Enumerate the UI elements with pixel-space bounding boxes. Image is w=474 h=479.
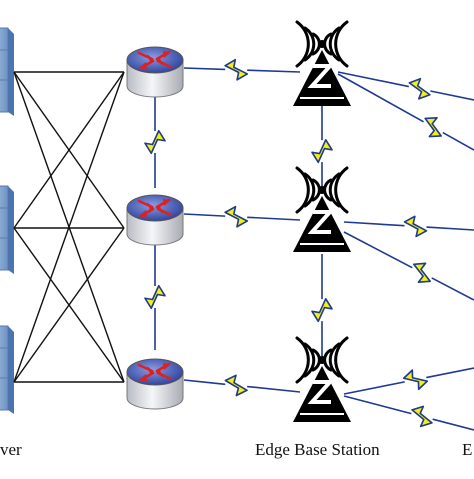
right-column-label: E	[462, 440, 473, 459]
wire-link	[13, 71, 125, 229]
wireless-line	[183, 67, 226, 71]
wireless-line	[337, 73, 424, 123]
server-icon	[0, 27, 15, 117]
lightning-bolt-icon	[411, 405, 433, 428]
router-icon	[125, 193, 185, 247]
wireless-line	[431, 277, 474, 301]
lightning-bolt-icon	[224, 205, 249, 228]
lightning-bolt-icon	[311, 139, 333, 164]
server-label: ver	[0, 440, 22, 459]
wireless-line	[430, 90, 474, 101]
server-icon	[0, 185, 15, 275]
wireless-line	[343, 395, 412, 415]
lightning-bolt-icon	[144, 284, 166, 310]
wireless-line	[247, 385, 301, 393]
wireless-line	[426, 226, 474, 231]
lightning-bolt-icon	[402, 369, 429, 391]
lightning-bolt-icon	[224, 374, 248, 397]
wired-mesh	[13, 71, 125, 383]
router-icon	[125, 357, 185, 411]
wireless-line	[432, 418, 474, 431]
wireless-line	[426, 367, 474, 379]
wireless-line	[183, 213, 226, 217]
wireless-links	[144, 58, 474, 431]
server-icon	[0, 325, 15, 415]
lightning-bolt-icon	[144, 129, 166, 155]
wireless-line	[247, 69, 301, 73]
lightning-bolt-icon	[424, 117, 443, 138]
lightning-bolt-icon	[408, 77, 431, 100]
wire-link	[13, 71, 125, 383]
wireless-line	[343, 231, 413, 269]
wireless-line	[183, 379, 226, 386]
wireless-line	[343, 381, 405, 395]
edge-base-station-label: Edge Base Station	[255, 440, 380, 459]
wireless-line	[247, 216, 301, 221]
wire-link	[13, 227, 125, 383]
lightning-bolt-icon	[412, 262, 432, 284]
lightning-bolt-icon	[311, 298, 333, 323]
wireless-line	[337, 71, 409, 88]
wireless-line	[442, 131, 474, 151]
lightning-bolt-icon	[224, 58, 249, 81]
router-icon	[125, 45, 185, 99]
wireless-line	[343, 221, 405, 227]
lightning-bolt-icon	[403, 215, 428, 238]
